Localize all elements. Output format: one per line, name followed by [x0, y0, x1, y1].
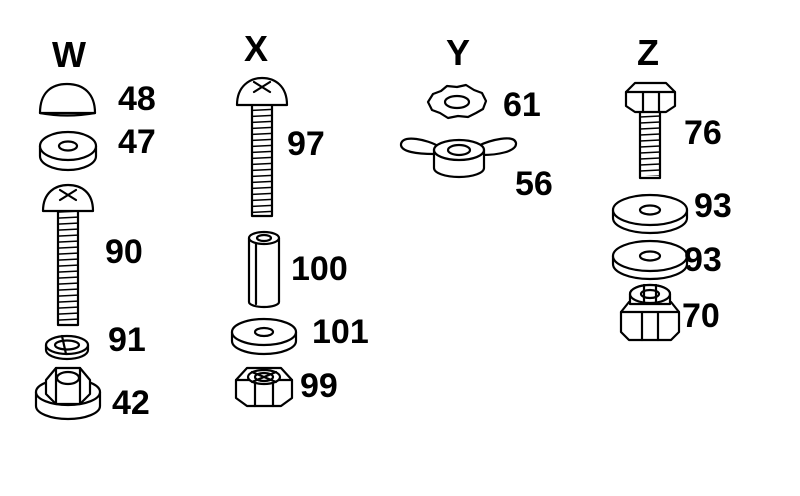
part-number-76: 76	[684, 114, 722, 152]
column-x-label: X	[244, 28, 268, 69]
part-70-castle-nut	[619, 283, 681, 342]
part-number-90: 90	[105, 233, 143, 271]
part-76-hex-bolt	[624, 81, 677, 180]
part-number-93-first: 93	[694, 187, 732, 225]
part-42-flange-nut	[34, 366, 102, 421]
part-100-spacer-tube	[247, 230, 281, 309]
part-number-56: 56	[515, 165, 553, 203]
part-number-99: 99	[300, 367, 338, 405]
part-number-47: 47	[118, 123, 156, 161]
part-61-tooth-lock-washer	[426, 83, 488, 120]
part-93-flat-washer	[611, 193, 689, 235]
part-number-101: 101	[312, 313, 369, 351]
part-number-97: 97	[287, 125, 325, 163]
part-56-wing-nut	[399, 137, 518, 179]
part-48-dome-cap	[38, 82, 97, 117]
part-number-91: 91	[108, 321, 146, 359]
part-90-truss-bolt	[41, 183, 95, 327]
part-number-42: 42	[112, 384, 150, 422]
column-z-label: Z	[637, 32, 659, 73]
part-number-93-second: 93	[684, 241, 722, 279]
part-97-truss-bolt	[235, 76, 289, 218]
part-number-100: 100	[291, 250, 348, 288]
part-99-lock-nut	[234, 366, 294, 408]
part-number-61: 61	[503, 86, 541, 124]
part-47-flat-washer	[38, 130, 98, 172]
part-number-48: 48	[118, 80, 156, 118]
column-y-label: Y	[446, 32, 470, 73]
part-93-flat-washer-second	[611, 239, 689, 281]
part-91-split-lock-washer	[44, 334, 90, 361]
part-101-flat-washer	[230, 317, 298, 356]
column-w-label: W	[52, 34, 86, 75]
part-number-70: 70	[682, 297, 720, 335]
